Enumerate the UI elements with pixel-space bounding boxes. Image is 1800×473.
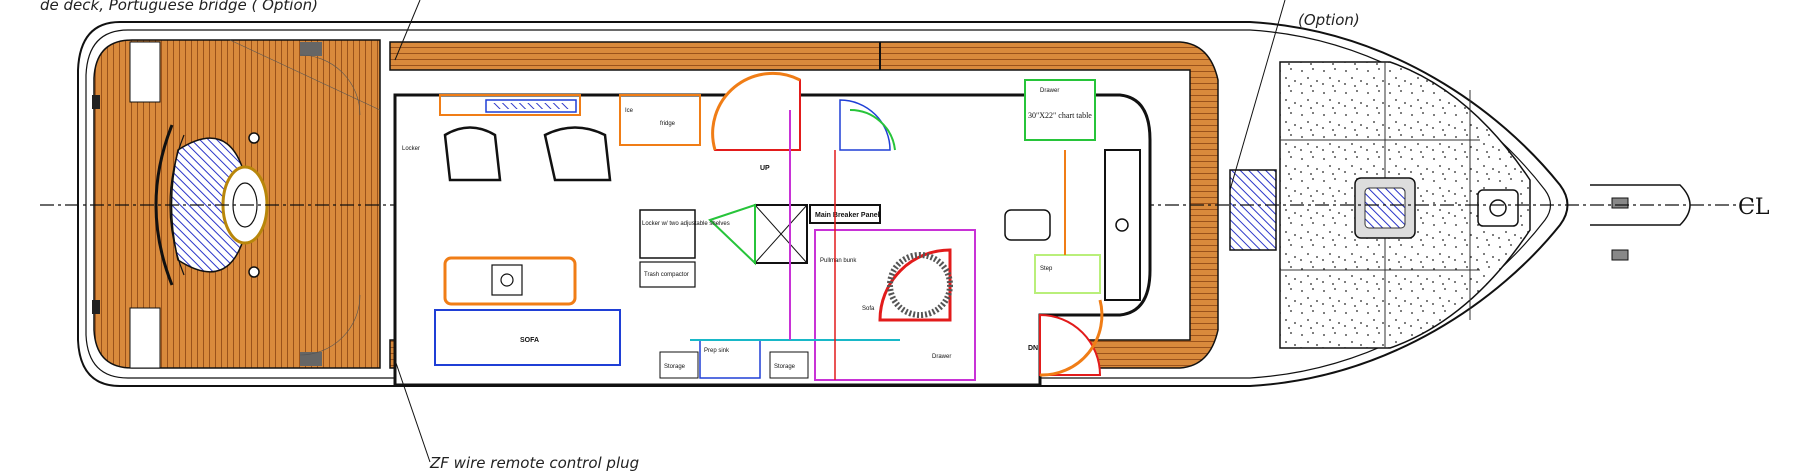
leader-top-right xyxy=(1229,0,1286,191)
swing-arc-line xyxy=(229,39,381,111)
bow-cleat-top xyxy=(1611,197,1629,209)
aft-cockpit xyxy=(92,39,381,369)
door-arc-aft-top xyxy=(299,54,361,116)
side-gate-top xyxy=(300,42,322,56)
trash-compactor xyxy=(639,261,696,288)
fridge-x2 xyxy=(754,204,808,264)
blue-window xyxy=(485,99,577,113)
side-deck-port xyxy=(389,41,1219,369)
label-locker: Locker xyxy=(402,146,420,152)
fender-bottom xyxy=(92,300,100,314)
locker-adjustable xyxy=(639,209,696,259)
annotation-top-right: (Option) xyxy=(1298,11,1360,29)
table-knob xyxy=(500,273,514,287)
chart-table-drawer: Drawer xyxy=(1040,88,1059,94)
storage-1 xyxy=(659,351,699,379)
pullman-bunk-label: Pullman bunk xyxy=(820,258,857,264)
cleat-top xyxy=(248,132,260,144)
green-door-arc xyxy=(708,203,756,266)
label-sofa-small: Sofa xyxy=(862,306,875,312)
main-breaker-panel xyxy=(809,204,881,224)
helm-seat-2 xyxy=(543,126,612,182)
steering-wheel xyxy=(1115,218,1129,232)
table-icon xyxy=(491,264,523,296)
galley-cabinet xyxy=(619,94,701,146)
bow-cleat-bottom xyxy=(1611,249,1629,261)
windlass-gypsy xyxy=(1489,199,1507,217)
annotation-top-left: de deck, Portuguese bridge ( Option) xyxy=(40,0,318,14)
locker-adjustable-label: Locker w/ two adjustable shelves xyxy=(642,221,730,227)
helm-chair xyxy=(1004,209,1051,241)
coffee-table xyxy=(443,256,577,306)
helm-seat-1 xyxy=(443,126,502,182)
aft-well-bottom xyxy=(129,307,161,369)
swim-step-arc xyxy=(154,124,174,286)
step-label: Step xyxy=(1040,266,1053,272)
blue-window-inner xyxy=(492,103,570,109)
annotation-bottom: ZF wire remote control plug xyxy=(429,454,639,472)
spiral-stair-fwd xyxy=(1039,313,1102,376)
label-ice: Ice xyxy=(625,108,634,114)
cleat-bottom xyxy=(248,266,260,278)
pullman-bunk-area xyxy=(814,229,976,381)
annotations: de deck, Portuguese bridge ( Option) (Op… xyxy=(40,0,1360,472)
door-arc-aft-bottom xyxy=(299,294,361,356)
stair-fwd-outline xyxy=(1039,299,1104,377)
main-breaker-label: Main Breaker Panel xyxy=(815,212,880,219)
storage-2-label: Storage xyxy=(774,364,796,370)
label-dn: DN xyxy=(1028,345,1038,352)
storage-2 xyxy=(769,351,809,379)
spiral-stair-aft-outline xyxy=(711,71,801,151)
prep-sink-label: Prep sink xyxy=(704,348,730,354)
prep-sink xyxy=(699,339,761,379)
settee-back xyxy=(439,94,581,116)
centerline-symbol: CL xyxy=(1738,195,1770,220)
stair-green xyxy=(849,108,896,151)
helm-step xyxy=(1034,254,1101,294)
label-drawer: Drawer xyxy=(932,354,951,360)
salon-cabin: Main Breaker Panel Pullman bunk SOFA Tra… xyxy=(393,71,1152,387)
fender-top xyxy=(92,95,100,109)
sofa xyxy=(434,309,621,366)
foredeck-hatch-hatched xyxy=(1229,169,1277,251)
spiral-stair-mid xyxy=(878,248,952,322)
trash-label: Trash compactor xyxy=(644,272,689,278)
leader-bottom xyxy=(394,359,431,463)
spiral-stair-hub xyxy=(887,252,953,318)
label-fridge: fridge xyxy=(660,121,676,127)
sofa-label: SOFA xyxy=(520,337,539,344)
leader-top-left xyxy=(394,0,421,61)
chart-table-label: 30"X22" chart table xyxy=(1028,111,1092,120)
chart-table xyxy=(1024,79,1096,141)
storage-1-label: Storage xyxy=(664,364,686,370)
forward-hatch-inner xyxy=(1364,187,1406,229)
side-gate-bottom xyxy=(300,352,322,366)
stair-blue xyxy=(839,99,891,151)
label-up: UP xyxy=(760,165,770,172)
aft-well-top xyxy=(129,41,161,103)
